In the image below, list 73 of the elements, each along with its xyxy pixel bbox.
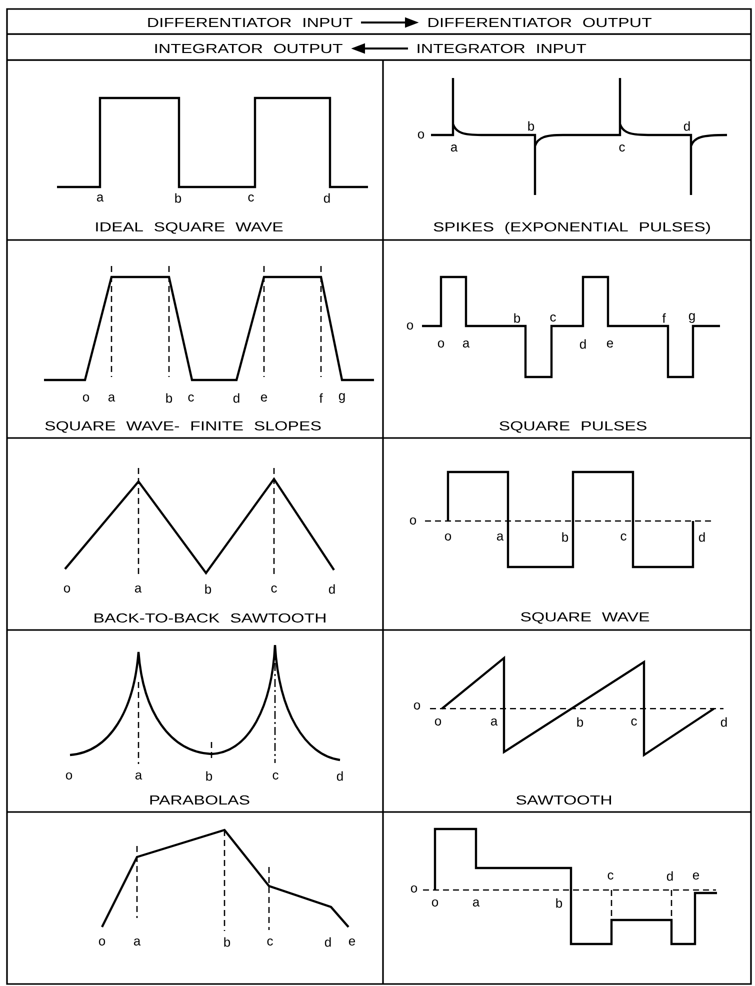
point-label: b (224, 937, 230, 947)
point-label: c (608, 872, 614, 880)
point-label: c (272, 772, 278, 780)
point-label: o (64, 585, 70, 593)
point-label: o (82, 394, 90, 402)
point-label: a (96, 194, 104, 202)
point-label: a (134, 585, 142, 593)
point-label: a (462, 340, 470, 348)
point-label: a (472, 899, 480, 907)
waveform-caption: IDEAL SQUARE WAVE (96, 222, 283, 234)
point-label: e (692, 872, 700, 880)
point-label: b (577, 717, 584, 727)
point-label: o (434, 718, 442, 726)
point-label: a (134, 938, 141, 946)
header-label: INTEGRATOR INPUT (418, 44, 586, 54)
point-label: o (438, 340, 444, 348)
point-label: a (496, 533, 504, 541)
axis-origin-label: o (418, 131, 424, 139)
point-label: a (450, 144, 458, 152)
point-label: f (662, 313, 666, 323)
point-label: d (328, 584, 335, 594)
point-label: c (248, 194, 254, 202)
point-label: b (206, 771, 212, 781)
point-label: e (260, 394, 268, 402)
header-label: DIFFERENTIATOR OUTPUT (428, 18, 652, 28)
waveform-caption: SPIKES (EXPONENTIAL PULSES) (434, 222, 710, 234)
point-label: c (631, 718, 637, 726)
point-label: c (550, 314, 556, 322)
point-label: f (319, 393, 323, 403)
point-label: d (684, 121, 690, 131)
point-label: c (188, 394, 194, 402)
axis-origin-label: o (414, 702, 420, 710)
point-label: d (698, 532, 705, 542)
point-label: b (528, 121, 534, 131)
point-label: o (444, 533, 452, 541)
point-label: d (324, 937, 331, 947)
point-label: a (490, 718, 498, 726)
point-label: d (233, 393, 240, 403)
point-label: d (720, 717, 727, 727)
axis-origin-label: o (410, 885, 418, 893)
waveform-caption: SQUARE PULSES (500, 421, 646, 433)
point-label: c (271, 585, 277, 593)
point-label: d (324, 193, 330, 203)
point-label: c (620, 533, 626, 541)
point-label: e (606, 340, 614, 348)
point-label: c (267, 938, 273, 946)
header-label: DIFFERENTIATOR INPUT (148, 18, 352, 28)
waveform-caption: SQUARE WAVE (520, 612, 650, 624)
point-label: b (166, 393, 172, 403)
point-label: b (556, 898, 562, 908)
point-label: g (338, 393, 345, 403)
point-label: b (205, 584, 212, 594)
waveform-caption: PARABOLAS (150, 795, 250, 805)
axis-origin-label: o (410, 517, 416, 525)
point-label: o (66, 772, 72, 780)
point-label: b (562, 532, 568, 542)
point-label: b (175, 193, 182, 203)
point-label: d (336, 771, 343, 781)
axis-origin-label: o (406, 322, 414, 330)
point-label: g (688, 313, 695, 323)
point-label: o (98, 938, 106, 946)
point-label: d (666, 871, 673, 881)
header-label: INTEGRATOR OUTPUT (155, 44, 342, 54)
waveform-caption: BACK-TO-BACK SAWTOOTH (94, 613, 326, 623)
point-label: o (432, 899, 438, 907)
point-label: b (514, 313, 520, 323)
point-label: a (108, 394, 116, 402)
point-label: d (580, 339, 586, 349)
point-label: c (619, 144, 625, 152)
point-label: a (135, 772, 142, 780)
point-label: e (348, 938, 356, 946)
waveform-caption: SQUARE WAVE- FINITE SLOPES (45, 421, 321, 433)
waveform-caption: SAWTOOTH (516, 795, 611, 805)
